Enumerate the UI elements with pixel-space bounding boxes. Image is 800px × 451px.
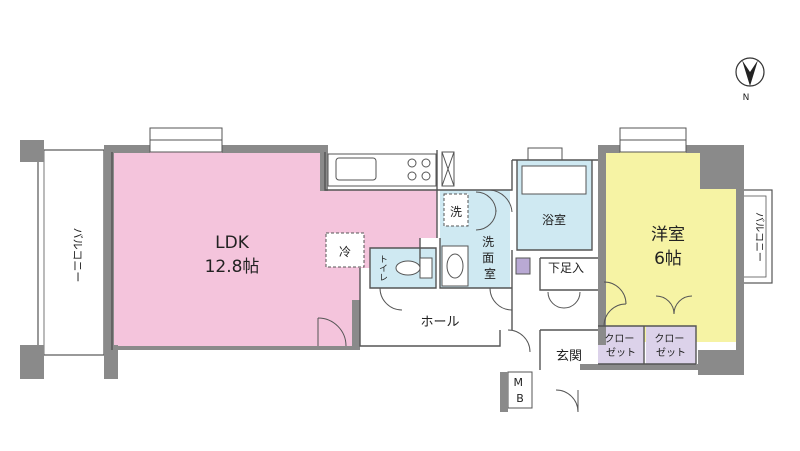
washroom-label-line: 室 [484, 266, 496, 281]
washer-label: 洗 [450, 205, 462, 219]
bedroom-size-label: 6帖 [654, 249, 682, 269]
washroom-label-line: 洗 [482, 235, 494, 249]
stove-burner-icon [421, 158, 431, 168]
washer [443, 193, 469, 227]
stove-burner-icon [407, 171, 417, 181]
fridge [325, 232, 365, 268]
closet1-label-line: クロー [604, 333, 634, 345]
ldk-label: LDK [215, 233, 250, 253]
bedroom-label: 洋室 [651, 225, 685, 245]
interior-walls [111, 150, 697, 370]
pipe-shaft [515, 257, 531, 275]
wash-basin [441, 245, 469, 287]
ldk-size-label: 12.8帖 [205, 257, 260, 277]
closet1-label-line: ゼット [606, 347, 636, 359]
mb-space [507, 371, 533, 409]
windows [149, 127, 687, 161]
entrance-label: 玄関 [556, 349, 582, 364]
toilet-label: トイレ [377, 255, 388, 282]
washroom-label: 洗 面 室 [482, 235, 498, 281]
closet2-label-line: クロー [654, 333, 684, 345]
closet2-label: クロー ゼット [654, 333, 687, 359]
walls [20, 140, 744, 412]
closet1-label: クロー ゼット [604, 333, 637, 359]
bath-label: 浴室 [542, 212, 566, 227]
ldk-room [112, 152, 437, 348]
mb-label: M B [514, 376, 527, 405]
hall-label: ホール [420, 315, 459, 330]
mb-label-line: M [514, 376, 524, 389]
fridge-label: 冷 [339, 245, 351, 259]
stove-burner-icon [407, 158, 417, 168]
kitchen-counter [327, 151, 455, 187]
balcony-right-label: バルコニー [753, 212, 765, 262]
balcony-left-label: バルコニー [71, 228, 84, 283]
closet2-room [646, 326, 696, 364]
closet2-label-line: ゼット [656, 347, 686, 359]
north-arrow-icon: N [735, 57, 765, 103]
washroom-label-line: 面 [482, 251, 494, 265]
bathtub [521, 165, 587, 195]
toilet-fixture [395, 257, 433, 279]
doors [317, 189, 693, 413]
stove-burner-icon [421, 171, 431, 181]
shoe-cabinet-label: 下足入 [548, 261, 584, 275]
mb-label-line: B [516, 392, 524, 405]
compass-label: N [743, 93, 750, 103]
balcony-left [37, 149, 105, 356]
